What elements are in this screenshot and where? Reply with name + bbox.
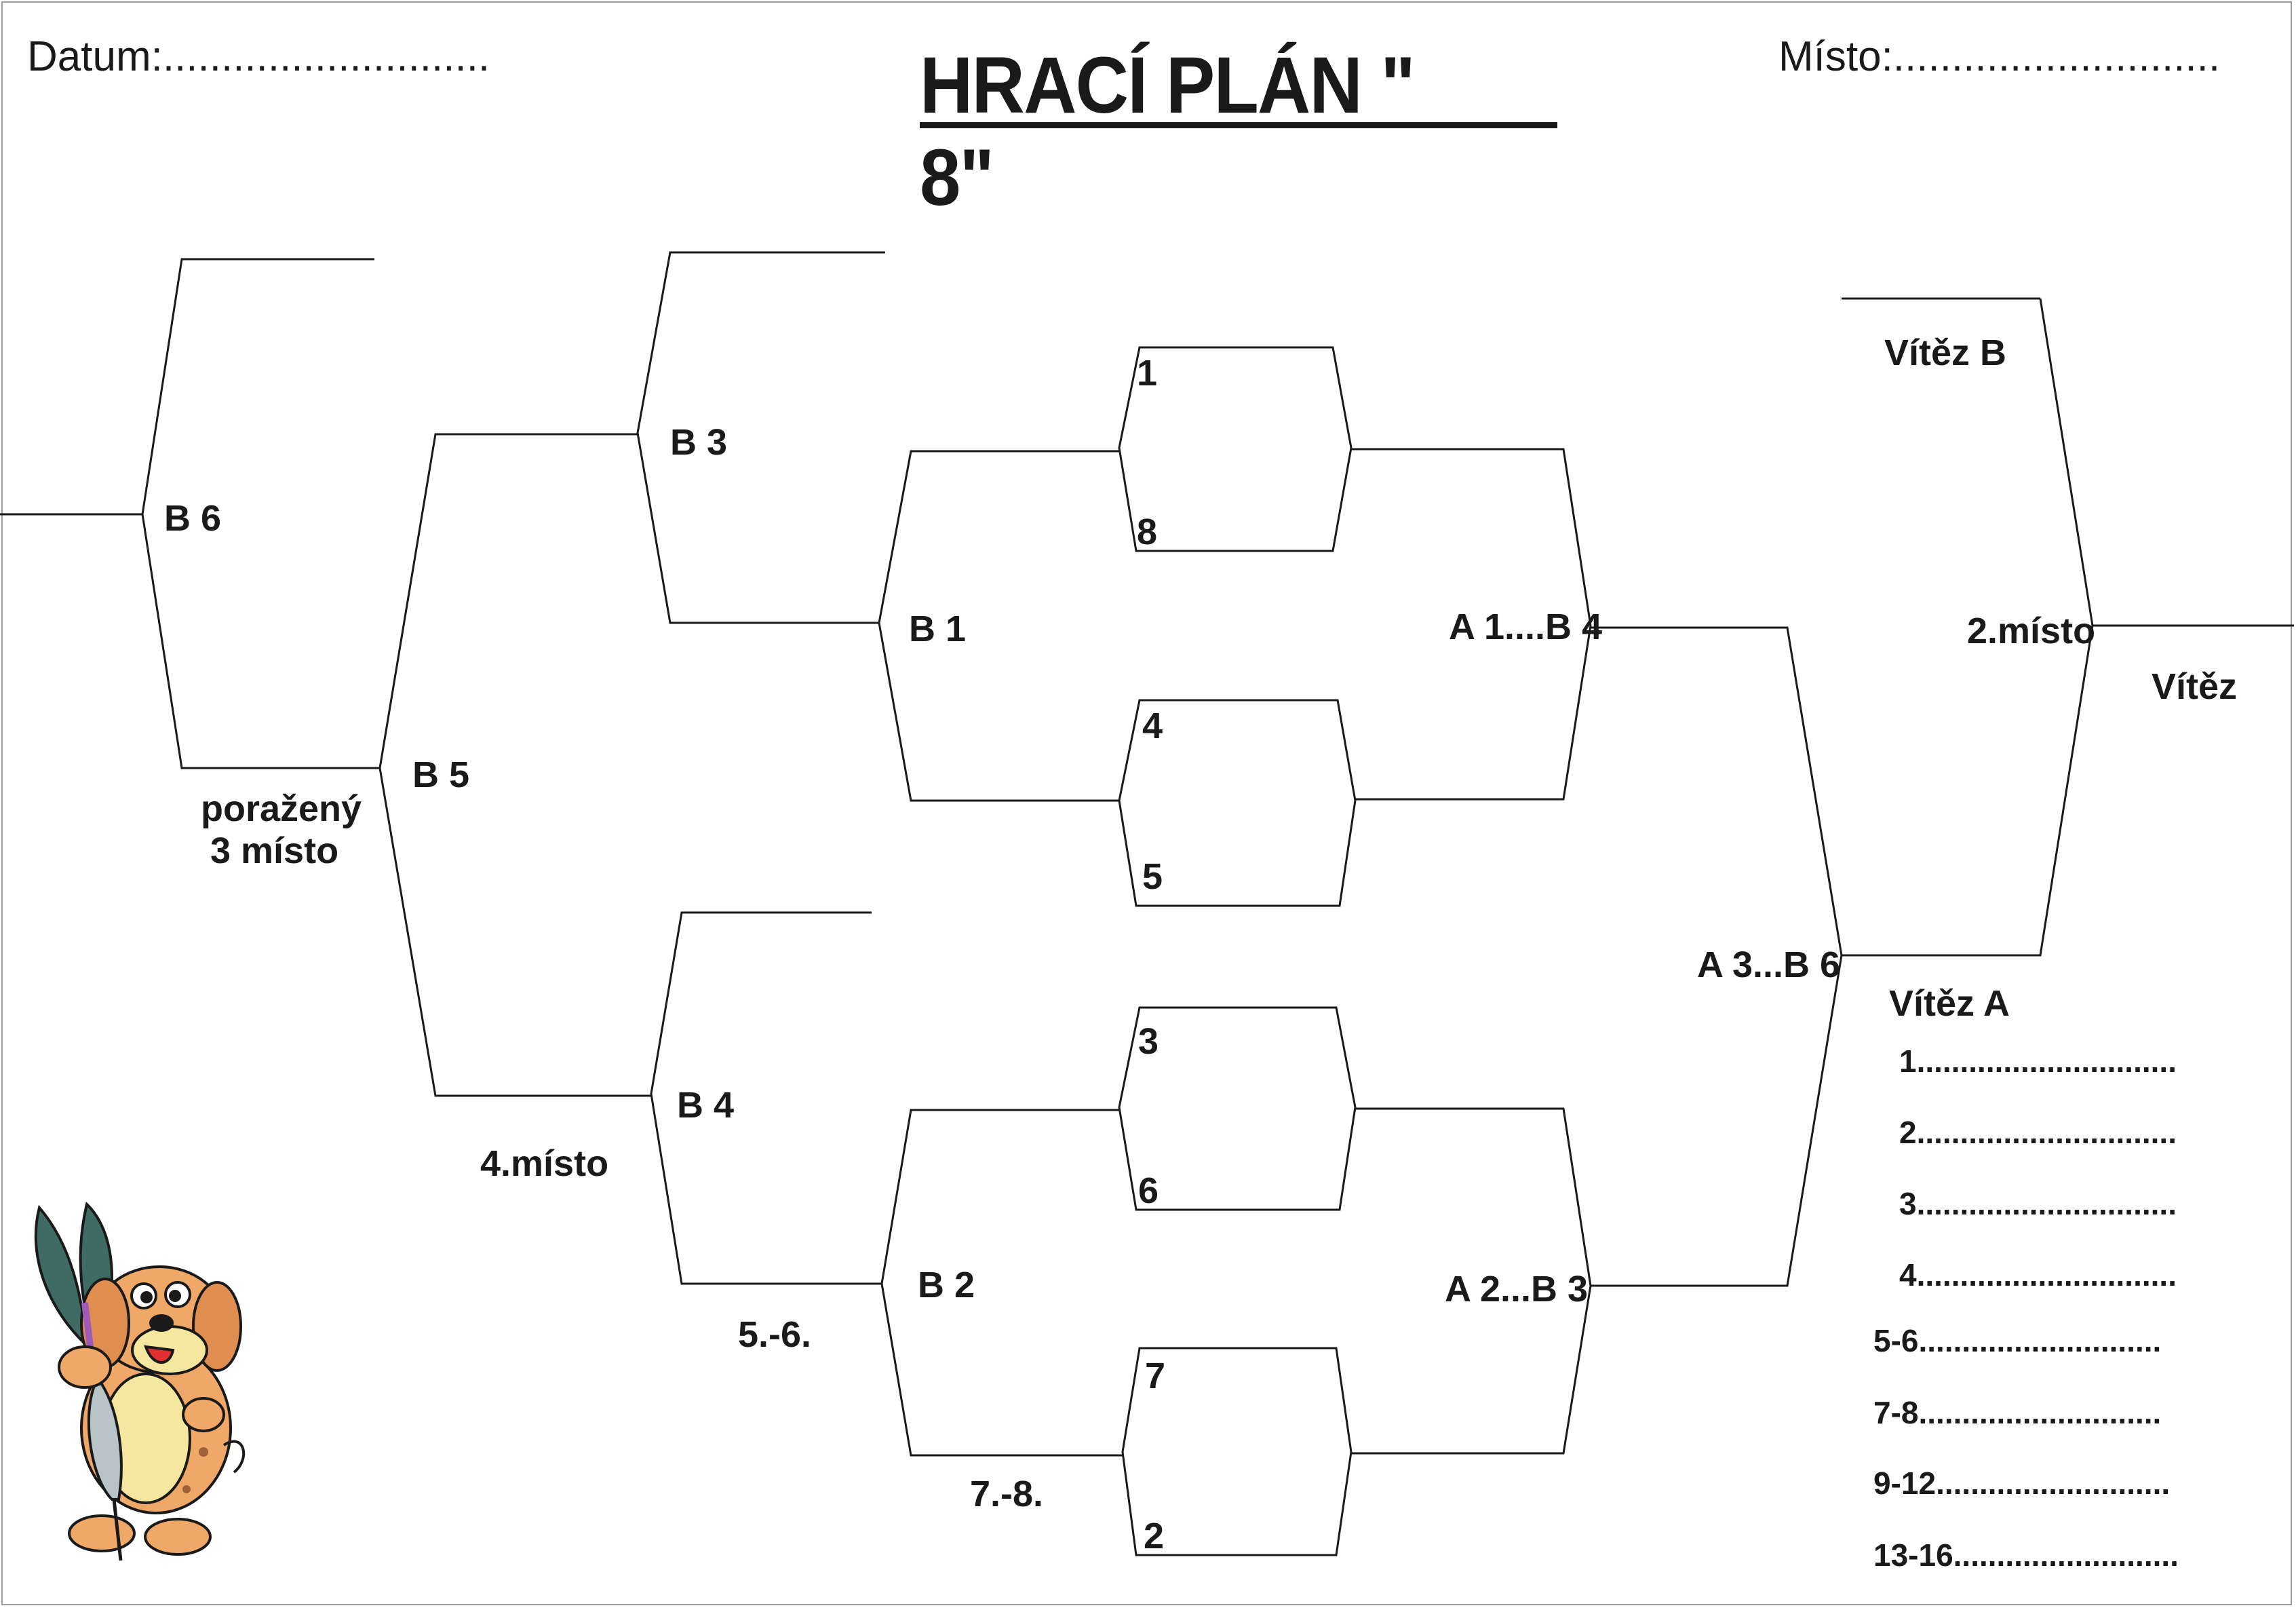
line-b4 [650,911,882,1285]
seed-8: 8 [1137,512,1157,552]
label-seventh-eighth: 7.-8. [970,1474,1043,1514]
match-labels: A 1....B 4 A 2...B 3 A 3...B 6 B 1 B 2 B… [164,422,1840,1309]
label-b4: B 4 [677,1085,734,1126]
date-field[interactable]: Datum:............................ [27,33,490,80]
result-row[interactable]: 13-16.......................... [1873,1537,2179,1573]
label-loser-line1: poražený [201,788,362,829]
label-winner: Vítěz [2152,666,2237,707]
label-winner-b: Vítěz B [1884,332,2006,373]
dog-mascot-with-dart-icon [34,1202,246,1561]
result-row[interactable]: 1.............................. [1899,1044,2177,1079]
line-final [1842,298,2094,957]
result-row[interactable]: 4.............................. [1899,1257,2177,1293]
seed-1: 1 [1137,353,1157,394]
result-row[interactable]: 3.............................. [1899,1186,2177,1221]
label-b3: B 3 [670,422,727,463]
label-fourth: 4.místo [480,1143,608,1184]
line-a1-b4 [1351,448,1592,801]
match-box-7-2 [1121,1347,1353,1556]
result-row[interactable]: 9-12........................... [1873,1466,2170,1501]
label-b1: B 1 [909,609,966,649]
result-row[interactable]: 5-6............................ [1873,1323,2161,1358]
seed-4: 4 [1142,706,1163,746]
seed-labels: 1 8 4 5 3 6 7 2 [1137,353,1165,1556]
label-a1-b4: A 1....B 4 [1449,607,1602,647]
bracket-lines [0,251,2294,1556]
place-labels: poražený 3 místo 4.místo 5.-6. 7.-8. Vít… [201,332,2237,1514]
label-a2-b3: A 2...B 3 [1445,1269,1588,1309]
match-box-1-8 [1118,346,1353,552]
label-second: 2.místo [1967,611,2095,651]
title-underline [920,122,1557,128]
seed-2: 2 [1144,1516,1164,1556]
line-b3 [636,251,885,624]
label-a3-b6: A 3...B 6 [1697,944,1840,985]
place-field[interactable]: Místo:............................ [1778,33,2221,80]
label-b6: B 6 [164,498,221,539]
label-loser-line2: 3 místo [210,830,338,871]
result-row[interactable]: 7-8............................ [1873,1395,2161,1430]
seed-6: 6 [1138,1170,1159,1211]
label-b2: B 2 [918,1265,975,1305]
page-title: HRACÍ PLÁN " 8" [920,41,1416,223]
label-b5: B 5 [412,754,469,795]
results-list: 1.............................. 2.......… [1873,1044,2179,1573]
seed-5: 5 [1142,856,1163,897]
label-winner-a: Vítěz A [1889,983,2010,1024]
result-row[interactable]: 2.............................. [1899,1115,2177,1150]
seed-3: 3 [1138,1021,1159,1062]
match-box-3-6 [1118,1006,1357,1211]
label-fifth-sixth: 5.-6. [738,1314,811,1355]
seed-7: 7 [1145,1356,1165,1396]
